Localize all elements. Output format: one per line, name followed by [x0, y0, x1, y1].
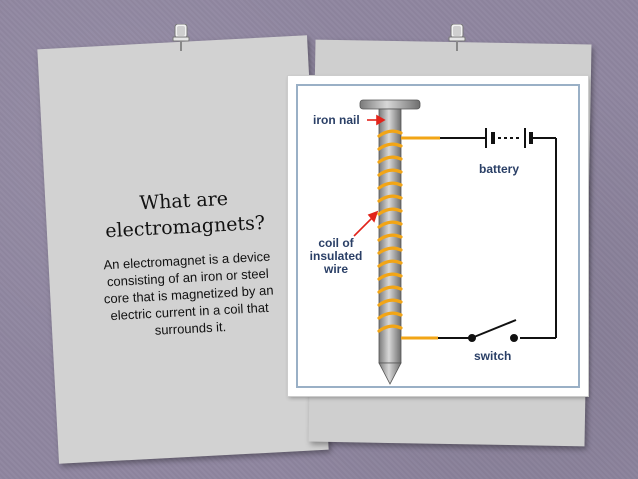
switch-icon [468, 319, 518, 342]
electromagnet-diagram: iron nail battery coil of insulated wire… [310, 99, 557, 385]
iron-nail [359, 99, 421, 385]
coil-winding [377, 129, 403, 333]
slide-title-line: electromagnets? [104, 211, 266, 243]
slide-text-block: What are electromagnets? An electromagne… [58, 182, 315, 344]
switch-label: switch [474, 349, 511, 363]
coil-label-line: coil of [318, 236, 354, 250]
pushpin-icon [448, 24, 466, 51]
coil-label-line: insulated [310, 249, 363, 263]
paragraph-line: surrounds it. [154, 319, 227, 338]
circuit-wires [401, 136, 557, 340]
battery-label: battery [479, 162, 519, 176]
coil-label-line: wire [323, 262, 348, 276]
battery-icon [468, 128, 533, 148]
iron-nail-label: iron nail [313, 113, 360, 127]
slide-paragraph: An electromagnet is a device consisting … [62, 245, 316, 343]
slide-title-line: What are [139, 187, 229, 215]
label-arrows [353, 114, 386, 237]
pushpin-icon [172, 24, 190, 51]
